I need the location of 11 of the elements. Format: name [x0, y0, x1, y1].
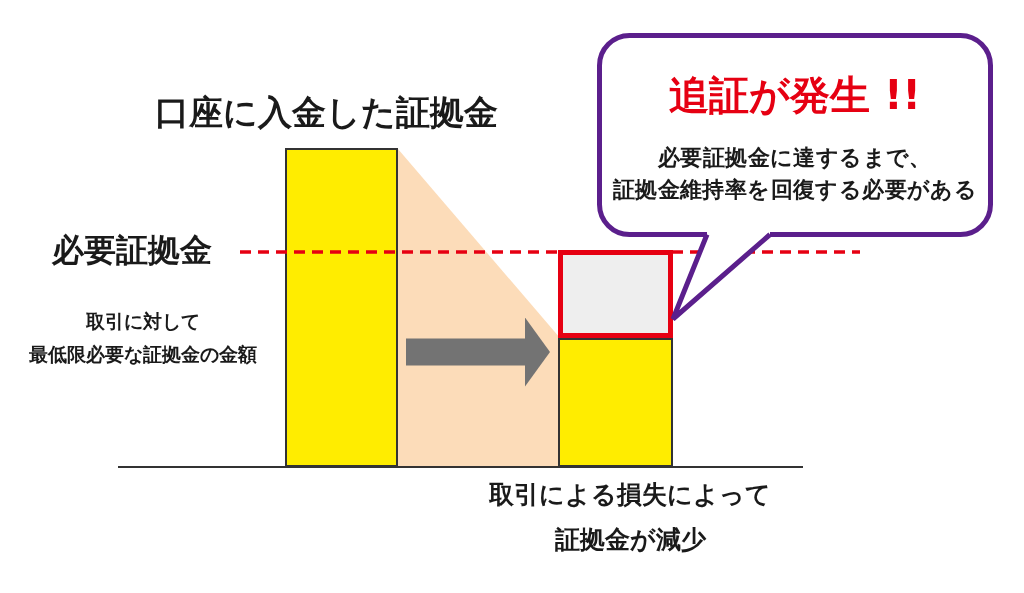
- bar: [285, 148, 398, 467]
- bubble-text: 必要証拠金に達するまで、証拠金維持率を回復する必要がある: [612, 144, 978, 204]
- bar-heading: 口座に入金した証拠金: [154, 91, 498, 134]
- speech-bubble: [597, 33, 993, 237]
- block-arrow: [406, 317, 550, 387]
- bar: [558, 338, 673, 467]
- highlight-box: [558, 250, 673, 338]
- line-label: 必要証拠金: [52, 230, 212, 270]
- note-text: 取引に対して最低限必要な証拠金の金額: [29, 309, 257, 367]
- bar-caption: 取引による損失によって証拠金が減少: [489, 479, 771, 556]
- bubble-heading: 追証が発生 !!: [669, 71, 921, 120]
